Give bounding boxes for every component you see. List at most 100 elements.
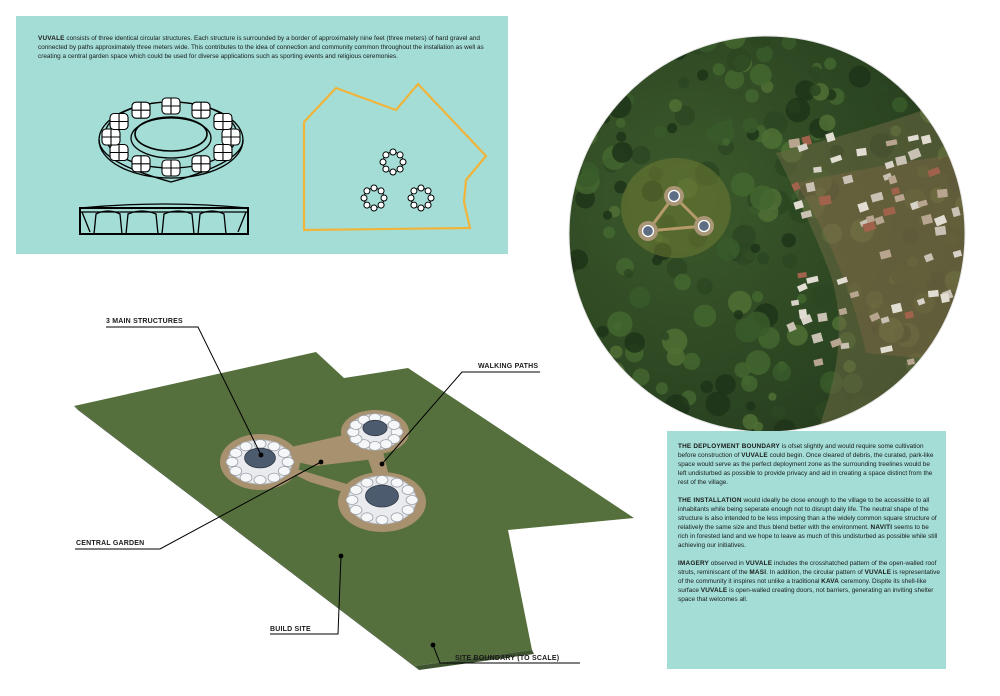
tree-canopy xyxy=(614,180,628,194)
tree-canopy xyxy=(726,47,752,73)
house-roof xyxy=(849,290,860,299)
tree-canopy xyxy=(877,36,891,50)
tree-canopy xyxy=(910,401,936,427)
tree-canopy xyxy=(742,375,752,386)
plan-pod xyxy=(389,148,397,156)
tree-canopy xyxy=(624,332,645,353)
house-roof xyxy=(801,135,813,147)
house-roof xyxy=(923,252,934,263)
label-main-structures: 3 MAIN STRUCTURES xyxy=(106,318,183,325)
plan-pod xyxy=(377,201,385,209)
tree-canopy xyxy=(607,311,633,337)
plan-pod xyxy=(399,158,407,166)
tree-canopy xyxy=(848,65,871,88)
tree-canopy xyxy=(631,145,651,165)
house-roof xyxy=(836,276,848,286)
plan-pod xyxy=(380,194,388,202)
tree-canopy xyxy=(745,89,759,103)
tree-canopy xyxy=(879,83,888,92)
house-roof xyxy=(952,249,963,258)
house-roof xyxy=(813,358,824,367)
main-structure xyxy=(345,475,419,525)
tree-canopy xyxy=(569,165,575,174)
house-roof xyxy=(907,134,920,142)
tree-canopy xyxy=(742,117,759,134)
tree-canopy xyxy=(749,63,772,86)
house-roof xyxy=(894,193,906,203)
tree-canopy xyxy=(954,423,964,432)
pod-strut xyxy=(213,144,232,161)
house-roof xyxy=(859,219,869,227)
tree-canopy xyxy=(744,311,771,338)
tree-canopy xyxy=(715,374,736,395)
site-boundary-outline xyxy=(302,82,488,232)
plan-pod xyxy=(370,184,378,192)
tree-canopy xyxy=(569,255,578,275)
tree-canopy xyxy=(705,128,717,140)
tree-canopy xyxy=(916,46,929,58)
house-roof xyxy=(862,221,877,233)
tree-canopy xyxy=(586,113,604,131)
tree-canopy xyxy=(756,45,773,63)
tree-canopy xyxy=(771,404,786,420)
tree-canopy xyxy=(629,43,638,53)
deployment-paragraph: THE DEPLOYMENT BOUNDARY is ofset slightl… xyxy=(678,442,940,487)
installation-text-a: would ideally be close enough to the vil… xyxy=(678,497,937,531)
tree-canopy xyxy=(602,210,613,220)
tree-canopy xyxy=(666,257,688,279)
tree-canopy xyxy=(808,66,822,80)
house-roof xyxy=(796,282,808,293)
pod-strut xyxy=(192,155,210,172)
tree-canopy xyxy=(721,137,731,146)
house-roof xyxy=(797,271,808,279)
deployment-text-b: could begin. Once cleared of debris, the… xyxy=(678,452,934,486)
pod-strut xyxy=(222,129,240,145)
structure-isometric-drawing xyxy=(98,97,244,183)
house-roof xyxy=(936,188,948,198)
keyword-vuvale: VUVALE xyxy=(741,452,768,459)
pod-strut xyxy=(162,98,180,114)
imagery-text-e: ceremony. Dispite its shell-like surface xyxy=(678,578,927,594)
keyword-naviti: NAVITI xyxy=(870,524,893,531)
house-roof xyxy=(830,337,843,348)
tree-canopy xyxy=(724,69,745,89)
tree-canopy xyxy=(666,122,678,134)
tree-canopy xyxy=(693,304,717,328)
house-roof xyxy=(951,206,961,218)
tree-canopy xyxy=(795,80,816,101)
tree-canopy xyxy=(674,105,695,126)
site-model-render xyxy=(74,352,634,670)
intro-paragraph: VUVALE consists of three identical circu… xyxy=(38,34,493,61)
house-roof xyxy=(916,297,926,306)
pod-strut xyxy=(102,129,120,145)
plan-pod xyxy=(417,204,425,212)
tree-canopy xyxy=(732,397,745,409)
tree-canopy xyxy=(849,86,872,109)
imagery-text-c: . In addition, the circular pattern of xyxy=(766,569,865,576)
tree-canopy xyxy=(782,253,798,269)
house-roof xyxy=(805,181,816,193)
keyword-kava: KAVA xyxy=(821,578,840,585)
tree-canopy xyxy=(669,43,687,61)
house-roof xyxy=(869,312,881,322)
house-roof xyxy=(904,310,915,320)
plan-pod xyxy=(363,187,371,195)
keyword-vuvale: VUVALE xyxy=(38,35,65,42)
tree-canopy xyxy=(949,36,965,45)
tree-canopy xyxy=(781,36,797,50)
imagery-text-a: observed in xyxy=(709,560,746,567)
house-roof xyxy=(840,342,850,350)
tree-canopy xyxy=(732,224,757,249)
pod-strut xyxy=(192,102,210,119)
plan-pod xyxy=(389,168,397,176)
tree-canopy xyxy=(591,83,606,98)
house-roof xyxy=(940,292,950,304)
house-roof xyxy=(788,138,801,149)
tree-canopy xyxy=(669,413,681,425)
house-roof xyxy=(907,147,922,161)
house-roof xyxy=(791,181,801,192)
tree-canopy xyxy=(842,36,857,46)
keyword-installation: THE INSTALLATION xyxy=(678,497,742,504)
plan-pod xyxy=(370,204,378,212)
tree-canopy xyxy=(615,118,626,128)
